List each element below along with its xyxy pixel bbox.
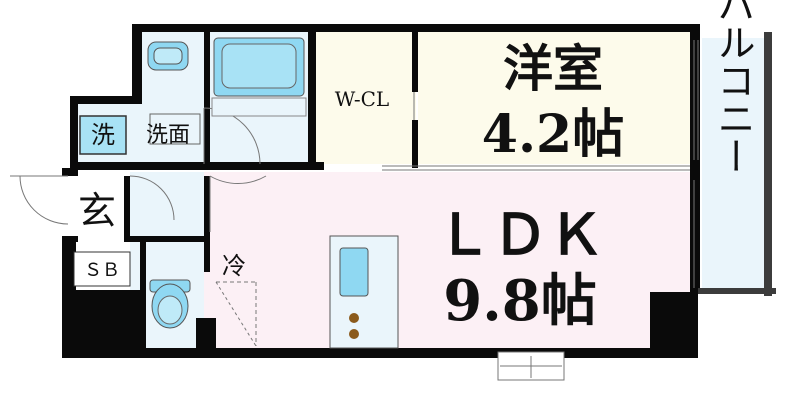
ldk-size: 9.8帖 [443,268,596,334]
western-room-size: 4.2帖 [482,104,624,165]
closet-name: W-CL [335,87,389,111]
refrigerator-mark: 冷 [222,252,246,280]
kitchen-sink [339,247,369,297]
stove-burner [349,329,359,339]
entrance-name: 玄 [78,189,116,233]
doors [10,40,699,381]
washing-machine-space [79,115,127,155]
stove-burner [349,313,359,323]
balcony-name: バルコニー [711,0,755,175]
ldk-floor [204,172,692,350]
ldk-name: ＬＤＫ [436,202,604,268]
walls [62,24,776,358]
shoe-box [73,251,131,287]
balcony-floor [702,38,764,288]
western-room-name: 洋室 [503,39,603,98]
western-room-floor [418,32,690,164]
fixtures [73,37,399,349]
closet-floor [316,32,416,164]
washing-machine-mark: 洗 [91,121,115,149]
shoe-box-name: ＳＢ [84,260,120,281]
entrance-floor [72,172,130,240]
washroom-name: 洗面 [146,123,190,148]
washbasin [149,113,201,145]
labels: 洋室 4.2帖 ＬＤＫ 9.8帖 W-CL バルコニー 洗 洗面 玄 ＳＢ 冷 [78,0,755,334]
